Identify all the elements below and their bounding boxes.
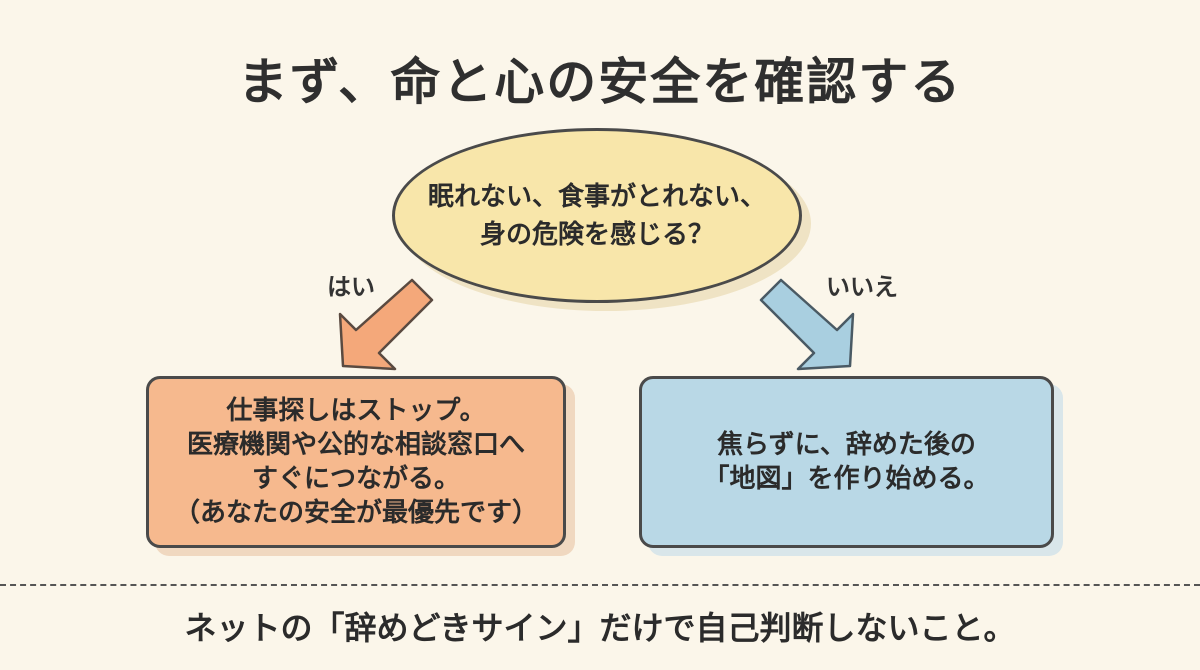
no-outcome-box: 焦らずに、辞めた後の 「地図」を作り始める。 [639,376,1054,548]
dashed-divider [0,584,1200,586]
footer-note: ネットの「辞めどきサイン」だけで自己判断しないこと。 [184,609,1016,647]
no-label: いいえ [826,273,898,301]
yes-line-3: すぐにつながる。 [251,464,460,494]
question-node: 眠れない、食事がとれない、 身の危険を感じる？ [392,128,802,303]
page-title: まず、命と心の安全を確認する [237,53,963,111]
yes-line-4: （あなたの安全が最優先です） [173,498,538,528]
no-line-1: 焦らずに、辞めた後の [717,430,976,460]
no-line-2: 「地図」を作り始める。 [703,464,990,494]
no-arrow-icon [759,278,855,371]
yes-line-2: 医療機関や公的な相談窓口へ [186,430,525,460]
question-line-1: 眠れない、食事がとれない、 [427,181,766,212]
yes-arrow-icon [338,278,434,371]
yes-line-1: 仕事探しはストップ。 [226,396,486,426]
yes-outcome-box: 仕事探しはストップ。 医療機関や公的な相談窓口へ すぐにつながる。 （あなたの安… [146,376,566,548]
question-line-2: 身の危険を感じる？ [479,219,714,250]
yes-label: はい [327,273,375,301]
